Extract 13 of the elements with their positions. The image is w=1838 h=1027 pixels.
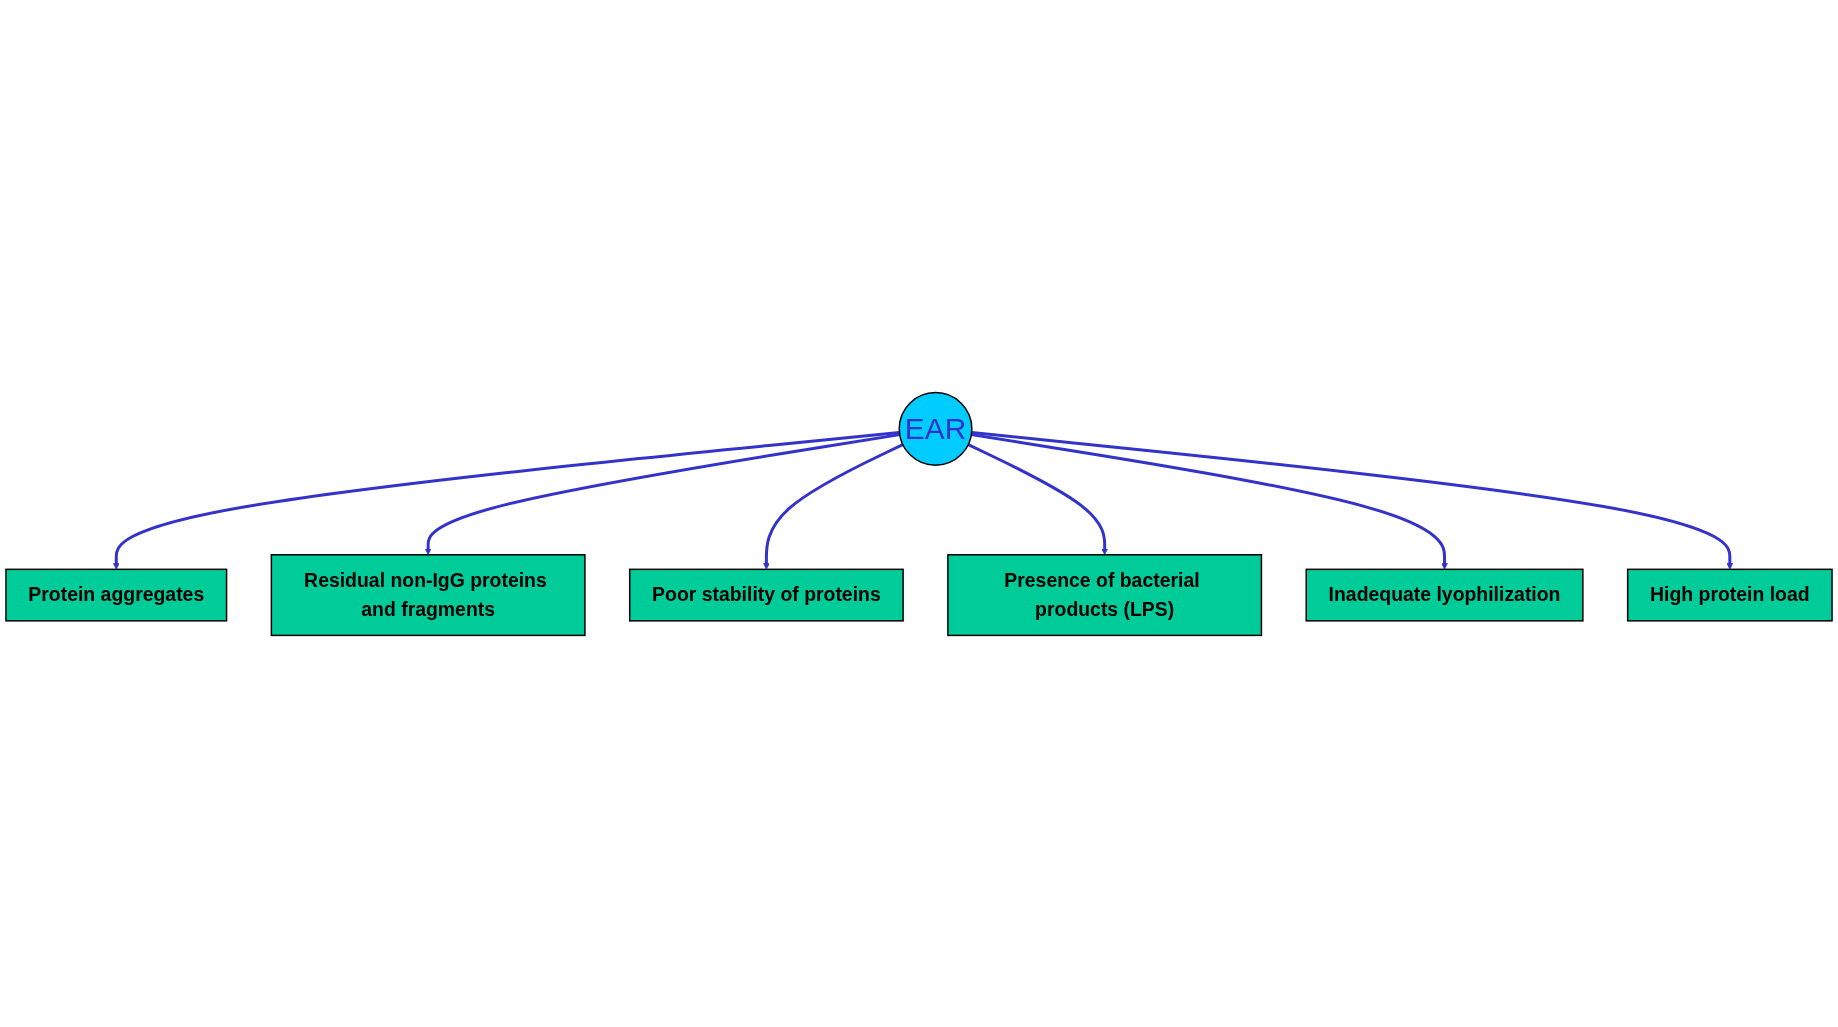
node-box: Presence of bacterial products (LPS)	[947, 553, 1263, 636]
node-circle: EAR	[898, 391, 973, 466]
arrow	[971, 430, 1734, 570]
arrow	[967, 442, 1108, 555]
arrow	[424, 432, 900, 555]
node-box: Poor stability of proteins	[628, 568, 904, 622]
node-box: Residual non-IgG proteins and fragments	[270, 553, 586, 636]
arrow	[763, 442, 904, 570]
arrow	[113, 430, 900, 570]
node-box: Protein aggregates	[5, 568, 228, 622]
node-box: High protein load	[1626, 568, 1833, 622]
arrow	[971, 432, 1448, 570]
node-box: Inadequate lyophilization	[1305, 568, 1584, 622]
